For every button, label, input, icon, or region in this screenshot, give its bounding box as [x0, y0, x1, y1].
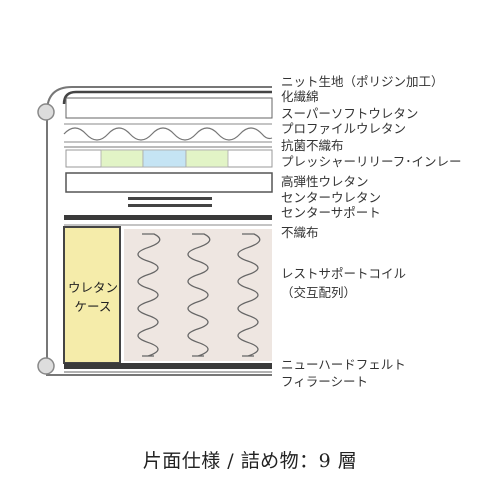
label-nonwoven: 不織布 — [281, 225, 319, 240]
label-knit-fabric: ニット生地（ポリジン加工） — [281, 74, 444, 89]
inlay-green-right — [185, 149, 229, 168]
coil-area — [124, 229, 272, 361]
coil-spring-1 — [137, 233, 161, 357]
urethane-case — [63, 226, 121, 364]
center-support-layer — [128, 204, 212, 207]
nonwoven-top-layer — [64, 215, 272, 220]
label-center-support: センターサポート — [281, 205, 381, 220]
coil-spring-3 — [237, 233, 261, 357]
label-fiber-wadding: 化繊綿 — [281, 89, 319, 104]
urethane-case-label-2: ケース — [74, 299, 112, 314]
high-resilience-urethane-layer — [65, 172, 273, 193]
inlay-blue-center — [142, 149, 187, 168]
urethane-case-label-1: ウレタン — [67, 280, 118, 295]
frame-top-knob — [37, 103, 55, 121]
center-urethane-layer — [128, 197, 212, 200]
label-antibacterial-nonwoven: 抗菌不織布 — [281, 138, 344, 153]
label-rest-support-coil: レストサポートコイル — [281, 266, 407, 281]
inlay-green-left — [100, 149, 144, 168]
label-center-urethane: センターウレタン — [281, 190, 382, 205]
label-filler-sheet: フィラーシート — [281, 374, 369, 389]
label-super-soft-urethane: スーパーソフトウレタン — [281, 106, 419, 121]
new-hard-felt-layer — [64, 363, 272, 369]
label-coil-arrangement: （交互配列） — [281, 285, 357, 300]
profile-urethane-layer — [63, 127, 273, 141]
label-new-hard-felt: ニューハードフェルト — [281, 357, 406, 372]
rest-support-coils — [137, 233, 261, 357]
label-high-resilience-urethane: 高弾性ウレタン — [281, 174, 369, 189]
spec-caption: 片面仕様 / 詰め物：9 層 — [142, 450, 358, 472]
fiber-wadding-layer — [65, 97, 273, 119]
label-profile-urethane: プロファイルウレタン — [281, 121, 407, 136]
knit-fabric-layer — [62, 90, 272, 105]
label-pressure-relief-inlay: プレッシャーリリーフ･インレー — [281, 154, 462, 169]
frame-bottom-knob — [37, 357, 55, 375]
coil-spring-2 — [187, 233, 211, 357]
